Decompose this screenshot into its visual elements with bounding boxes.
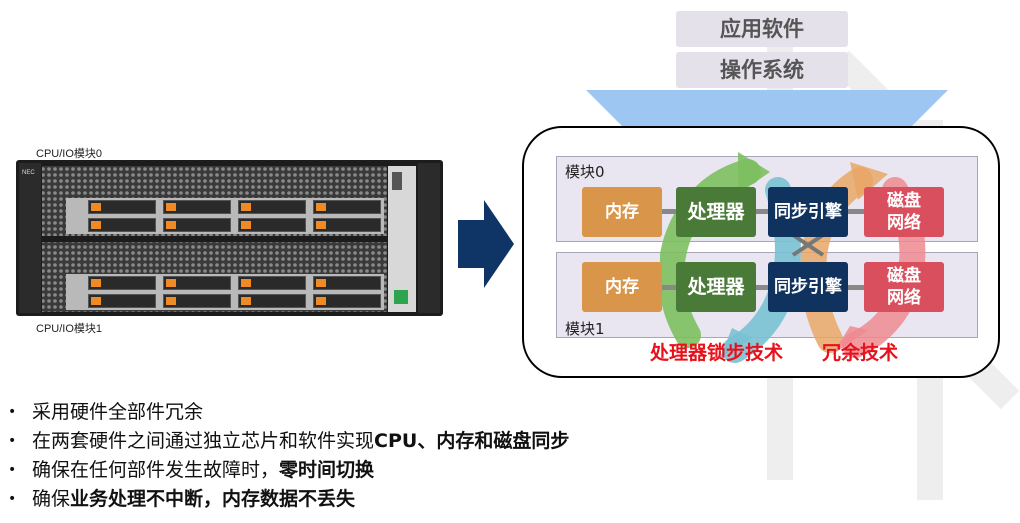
module-1-sync-engine: 同步引擎: [768, 262, 848, 312]
module-1-label: 模块1: [565, 320, 605, 338]
module-1-processor: 处理器: [676, 262, 756, 312]
connector: [848, 209, 864, 214]
drive-bay: [238, 218, 306, 232]
module-0-memory: 内存: [582, 187, 662, 237]
redundant-tech-label: 冗余技术: [822, 342, 899, 364]
drive-bay: [313, 276, 381, 290]
connector: [662, 285, 676, 290]
drive-handle: [316, 203, 326, 211]
drive-bay: [88, 294, 156, 308]
bullet-item: •确保业务处理不中断，内存数据不丢失: [8, 485, 569, 514]
drive-handle: [316, 279, 326, 287]
disk-label: 磁盘: [887, 266, 921, 286]
bullet-dot-icon: •: [8, 433, 17, 449]
bullet-item: •采用硬件全部件冗余: [8, 398, 569, 427]
drive-handle: [316, 297, 326, 305]
drive-bay: [88, 218, 156, 232]
connector: [756, 285, 768, 290]
drive-bay: [163, 218, 231, 232]
drive-handle: [91, 203, 101, 211]
bullet-dot-icon: •: [8, 404, 17, 420]
connector: [756, 209, 768, 214]
bullet-dot-icon: •: [8, 462, 17, 478]
drive-handle: [91, 279, 101, 287]
drive-handle: [241, 297, 251, 305]
network-label: 网络: [887, 288, 921, 308]
drive-handle: [241, 203, 251, 211]
drive-bay: [163, 276, 231, 290]
funnel-shape: [586, 90, 948, 130]
module-0-label: 模块0: [565, 163, 605, 181]
feature-bullet-list: •采用硬件全部件冗余 •在两套硬件之间通过独立芯片和软件实现CPU、内存和磁盘同…: [8, 398, 569, 514]
bullet-item: •确保在任何部件发生故障时，零时间切换: [8, 456, 569, 485]
drive-bay: [313, 218, 381, 232]
right-arrow-icon: [458, 200, 514, 288]
brand-logo: NEC: [22, 170, 35, 176]
bullet-dot-icon: •: [8, 491, 17, 507]
connector: [662, 209, 676, 214]
drive-bay: [163, 200, 231, 214]
lockstep-tech-label: 处理器锁步技术: [650, 342, 784, 364]
drive-bay: [238, 294, 306, 308]
operating-system-box: 操作系统: [676, 52, 848, 88]
drive-bay: [313, 200, 381, 214]
drive-handle: [316, 221, 326, 229]
drive-handle: [91, 221, 101, 229]
server-top-label: CPU/IO模块0: [36, 148, 103, 160]
drive-handle: [166, 279, 176, 287]
server-chassis-image: NEC: [16, 160, 443, 316]
drive-bay: [88, 200, 156, 214]
drive-bay: [238, 200, 306, 214]
application-software-box: 应用软件: [676, 11, 848, 47]
disk-label: 磁盘: [887, 191, 921, 211]
drive-bay: [313, 294, 381, 308]
drive-bay: [88, 276, 156, 290]
module-1-disk-network: 磁盘 网络: [864, 262, 944, 312]
module-0-processor: 处理器: [676, 187, 756, 237]
drive-handle: [241, 279, 251, 287]
module-1-memory: 内存: [582, 262, 662, 312]
bullet-item: •在两套硬件之间通过独立芯片和软件实现CPU、内存和磁盘同步: [8, 427, 569, 456]
network-label: 网络: [887, 213, 921, 233]
connector: [848, 285, 864, 290]
drive-handle: [91, 297, 101, 305]
drive-bay: [163, 294, 231, 308]
module-0-disk-network: 磁盘 网络: [864, 187, 944, 237]
drive-bay: [238, 276, 306, 290]
module-0-sync-engine: 同步引擎: [768, 187, 848, 237]
server-bottom-label: CPU/IO模块1: [36, 323, 103, 335]
drive-handle: [166, 297, 176, 305]
drive-handle: [241, 221, 251, 229]
drive-handle: [166, 221, 176, 229]
drive-handle: [166, 203, 176, 211]
